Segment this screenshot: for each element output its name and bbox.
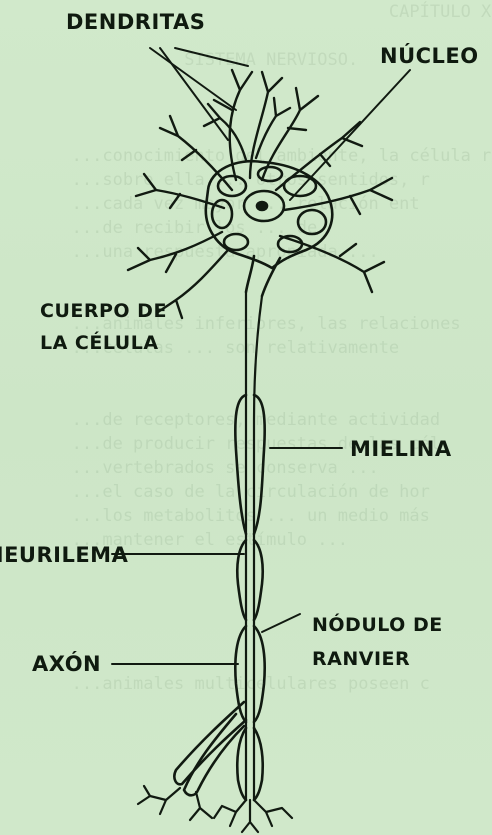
nucleolus-shape	[257, 202, 267, 210]
label-cuerpo-line1: CUERPO DE	[40, 300, 167, 322]
label-dendritas: DENDRITAS	[66, 10, 205, 34]
dendrites	[128, 70, 392, 318]
label-mielina: MIELINA	[350, 437, 452, 461]
axon-core	[246, 292, 262, 800]
axon-terminals	[138, 786, 292, 832]
label-nodulo-line2: RANVIER	[312, 648, 410, 670]
label-axon: AXÓN	[32, 652, 101, 676]
label-nucleo: NÚCLEO	[380, 44, 479, 68]
myelin-sheath	[235, 395, 264, 800]
leader-lines	[112, 48, 410, 664]
label-cuerpo-line2: LA CÉLULA	[40, 332, 159, 354]
label-neurilema: NEURILEMA	[0, 543, 128, 567]
label-nodulo-line1: NÓDULO DE	[312, 614, 443, 636]
axon-collateral	[174, 702, 246, 795]
